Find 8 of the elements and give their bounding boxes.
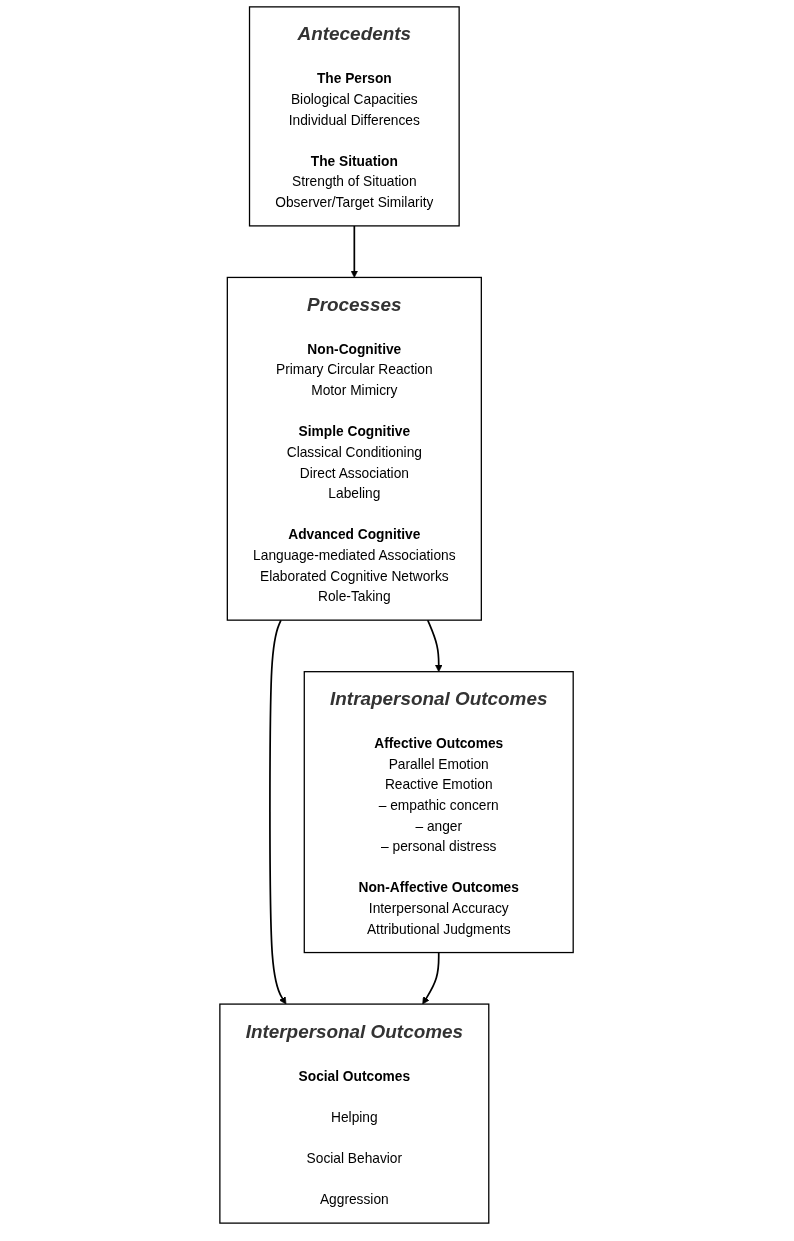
node-box: Antecedents The Person Biological Capacities Individual Differences The Situation Strength of Situation Observer/Target Similarity (249, 6, 461, 227)
node-box: Processes Non-Cognitive Primary Circular Reaction Motor Mimicry Simple Cognitive Classical Conditioning Direct Association Labeling Advanced Cognitive Language-mediated Associations Elaborated Cognitive Networks Role-Taking (227, 276, 483, 621)
node-box: Intrapersonal Outcomes Affective Outcomes Parallel Emotion Reactive Emotion – empathic concern – anger – personal distress Non-Affective Outcomes Interpersonal Accuracy Attributional Judgments (304, 671, 575, 954)
arrow (427, 619, 443, 672)
arrow (422, 951, 441, 1005)
arrow (269, 619, 287, 1005)
node-box: Interpersonal Outcomes Social Outcomes Helping Social Behavior Aggression (219, 1003, 490, 1224)
arrow (351, 225, 359, 278)
